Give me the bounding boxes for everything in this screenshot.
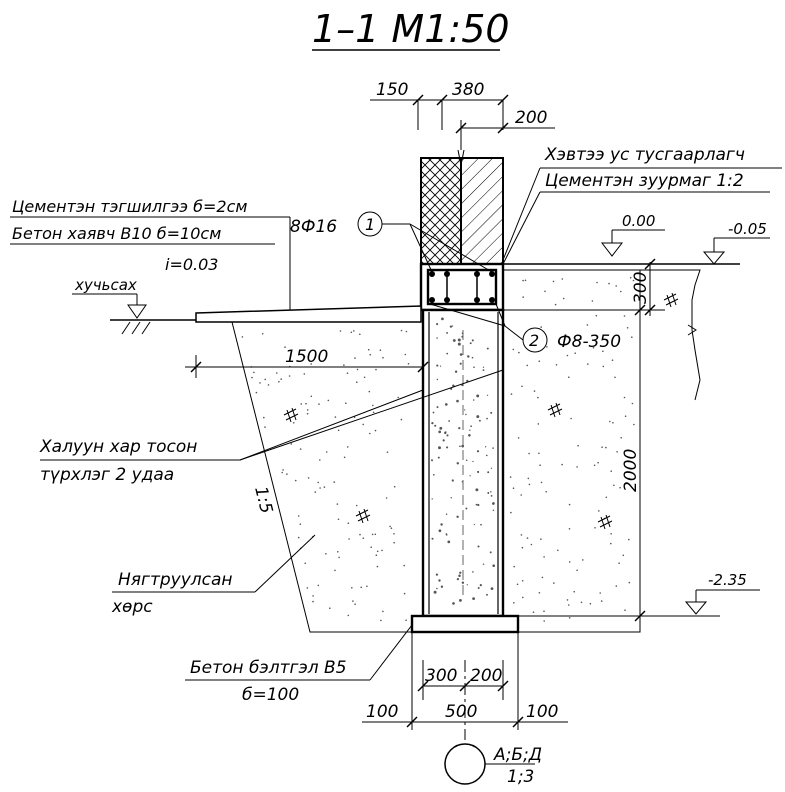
dim-300-bottom: 300 — [425, 666, 457, 686]
dim-200-top: 200 — [515, 108, 547, 128]
compacted-label-2: хөрс — [111, 597, 153, 617]
level-bottom-text: -2.35 — [708, 571, 747, 589]
level-ground-marker: -0.05 — [702, 220, 770, 265]
footing-label-2: б=100 — [242, 685, 299, 705]
axis-top-text: А;Б;Д — [493, 745, 542, 765]
dim-300-beam: 300 — [631, 272, 651, 304]
dim-2000: 2000 — [621, 449, 641, 492]
compacted-label-1: Нягтруулсан — [118, 570, 233, 590]
ground-surface: хучьсах — [72, 276, 196, 335]
rebar-main-label: 8Ф16 — [290, 217, 337, 237]
level-bottom-marker: -2.35 — [518, 571, 760, 617]
bitumen-label-1: Халуун хар тосон — [39, 437, 197, 457]
rebar-stirrup-label: Ф8-350 — [557, 332, 621, 352]
dim-100-left: 100 — [366, 702, 398, 722]
pavement-width-dimension: 1500 — [185, 347, 429, 378]
marker-2-text: 2 — [529, 331, 539, 350]
footing-label-1: Бетон бэлтгэл B5 — [190, 658, 347, 678]
depth-dimension: 2000 — [621, 304, 646, 622]
beam-dimension: 300 — [503, 258, 665, 316]
concrete-pavement — [195, 305, 422, 323]
pavement-callout: Цементэн тэгшилгээ б=2см Бетон хаявч B10… — [10, 197, 291, 310]
dim-380: 380 — [452, 80, 484, 100]
compacted-soil-callout: Нягтруулсан хөрс — [111, 534, 316, 617]
dim-100-right: 100 — [526, 702, 558, 722]
dim-500: 500 — [445, 702, 477, 722]
brick-wall — [420, 149, 504, 265]
mortar-label: Цементэн зуурмаг 1:2 — [545, 171, 744, 191]
level-ground-text: -0.05 — [728, 220, 767, 238]
top-dimensions: 150 380 200 — [370, 80, 555, 150]
footing-callout: Бетон бэлтгэл B5 б=100 — [185, 624, 413, 705]
bitumen-label-2: түрхлэг 2 удаа — [40, 465, 174, 485]
soil-hatch-symbols — [283, 292, 679, 530]
axis-bottom-text: 1;3 — [507, 767, 534, 787]
concrete-pavement-label: Бетон хаявч B10 б=10см — [12, 224, 221, 243]
slope-ratio-label: 1:5 — [250, 484, 276, 515]
marker-1-text: 1 — [365, 215, 375, 234]
waterproof-label: Хэвтээ ус тусгаарлагч — [544, 145, 745, 165]
ground-label: хучьсах — [74, 276, 137, 294]
concrete-footing — [410, 614, 520, 634]
slope-label: i=0.03 — [165, 255, 218, 274]
dim-1500: 1500 — [285, 347, 328, 367]
rebar-marker-1: 8Ф16 1 — [290, 211, 493, 273]
level-0-text: 0.00 — [622, 212, 655, 230]
section-title: 1–1 M1:50 — [312, 7, 510, 51]
foundation-wall — [421, 308, 505, 618]
level-0-marker: 0.00 — [600, 212, 665, 257]
axis-marker: А;Б;Д 1;3 — [444, 743, 542, 787]
dim-200-bottom: 200 — [470, 666, 502, 686]
bottom-dimensions: 300 200 100 500 100 — [362, 632, 568, 740]
rebar-marker-2: 2 Ф8-350 — [429, 303, 621, 353]
cement-screed-label: Цементэн тэгшилгээ б=2см — [12, 197, 247, 216]
waterproof-callout: Хэвтээ ус тусгаарлагч Цементэн зуурмаг 1… — [502, 145, 782, 265]
bitumen-callout: Халуун хар тосон түрхлэг 2 удаа — [39, 369, 504, 485]
dim-150: 150 — [376, 80, 408, 100]
